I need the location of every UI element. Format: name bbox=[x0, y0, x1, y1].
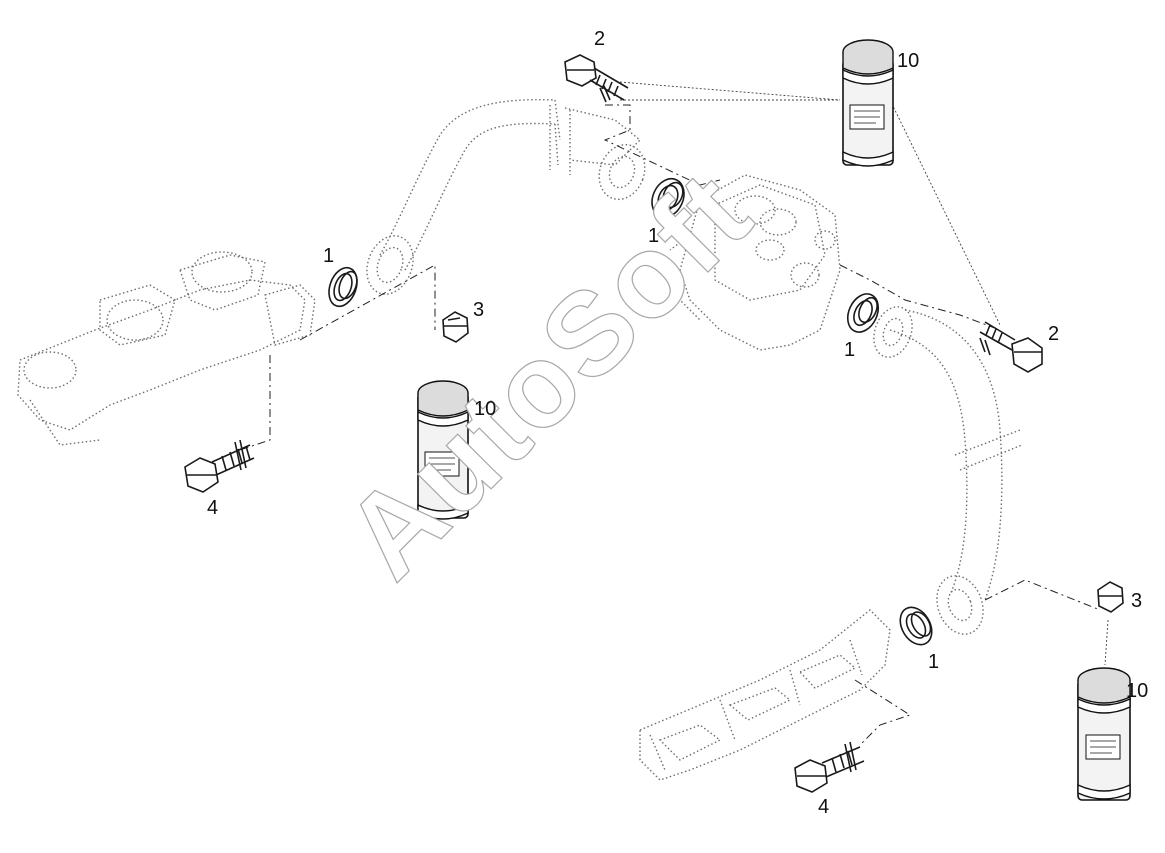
right-exhaust-pipe bbox=[873, 306, 1023, 635]
seal-ring-top[interactable] bbox=[646, 174, 690, 223]
sealant-tube-left[interactable] bbox=[417, 380, 469, 520]
callout-sealant-left: 10 bbox=[474, 398, 496, 420]
nut-right[interactable] bbox=[1097, 581, 1124, 613]
seal-ring-right[interactable] bbox=[842, 289, 884, 337]
left-exhaust-pipe bbox=[366, 98, 642, 295]
callout-bolt-bottom: 4 bbox=[818, 796, 829, 818]
sealant-tube-right[interactable] bbox=[1077, 667, 1131, 801]
upper-pipe-flange bbox=[598, 143, 646, 201]
callout-bolt-right: 2 bbox=[1048, 323, 1059, 345]
callout-bolt-left: 4 bbox=[207, 497, 218, 519]
bolt-top[interactable] bbox=[564, 54, 629, 103]
callout-seal-left: 1 bbox=[323, 245, 334, 267]
turbocharger-housing bbox=[669, 174, 841, 351]
nut-left[interactable] bbox=[442, 311, 469, 343]
callout-seal-top: 1 bbox=[648, 225, 659, 247]
bolt-left[interactable] bbox=[184, 439, 255, 493]
callout-nut-right: 3 bbox=[1131, 590, 1142, 612]
seal-ring-bottom[interactable] bbox=[894, 602, 938, 651]
watermark-text: AutoSoft bbox=[320, 147, 777, 604]
callout-sealant-right: 10 bbox=[1126, 680, 1148, 702]
bolt-right[interactable] bbox=[979, 321, 1043, 373]
seal-ring-left[interactable] bbox=[324, 264, 362, 310]
callout-sealant-top: 10 bbox=[897, 50, 919, 72]
assembly-leader-lines bbox=[239, 104, 1101, 746]
callout-bolt-top: 2 bbox=[594, 28, 605, 50]
right-exhaust-manifold bbox=[639, 609, 891, 781]
callout-seal-right: 1 bbox=[844, 339, 855, 361]
sealant-leader-lines bbox=[619, 81, 1109, 666]
sealant-tube-top[interactable] bbox=[842, 39, 894, 167]
callout-nut-left: 3 bbox=[473, 299, 484, 321]
bolt-bottom[interactable] bbox=[794, 741, 865, 793]
callout-seal-bottom: 1 bbox=[928, 651, 939, 673]
left-exhaust-manifold bbox=[17, 251, 316, 446]
